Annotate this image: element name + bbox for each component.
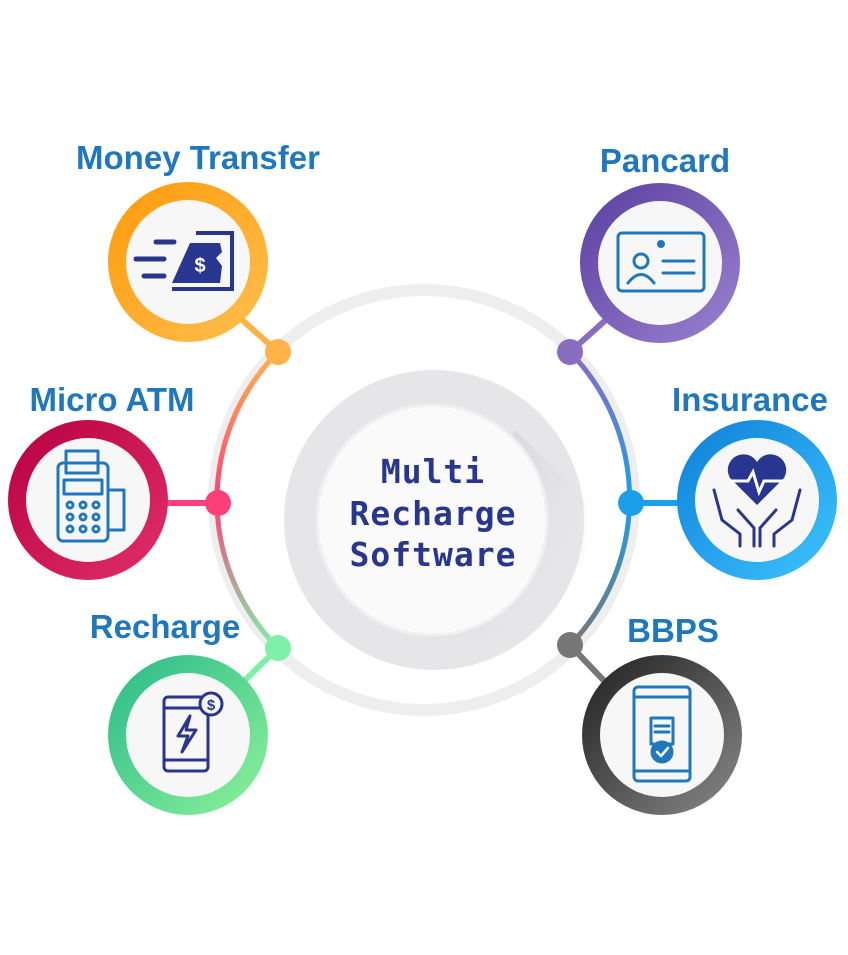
service-label: BBPS — [627, 612, 719, 649]
node-dot-insurance — [618, 490, 644, 516]
service-bbps[interactable]: BBPS — [582, 612, 742, 815]
node-dot-money-transfer — [265, 339, 291, 365]
service-money-transfer[interactable]: Money Transfer $ — [76, 139, 320, 342]
svg-text:$: $ — [194, 255, 205, 277]
mobile-bill-icon — [632, 685, 692, 783]
svg-text:$: $ — [207, 697, 216, 714]
service-micro-atm[interactable]: Micro ATM — [8, 381, 194, 580]
heart-hands-icon — [712, 454, 802, 548]
service-recharge[interactable]: Recharge $ — [90, 608, 268, 815]
service-label: Micro ATM — [30, 381, 195, 418]
node-dot-micro-atm — [205, 490, 231, 516]
id-card-icon — [616, 231, 706, 293]
node-dot-recharge — [265, 635, 291, 661]
center-title-line3: Software — [350, 535, 517, 574]
center-hub: Multi Recharge Software — [284, 370, 585, 670]
money-transfer-icon: $ — [133, 231, 234, 291]
service-label: Insurance — [672, 381, 828, 418]
center-title-line1: Multi — [381, 452, 485, 491]
service-label: Recharge — [90, 608, 240, 645]
service-pancard[interactable]: Pancard — [580, 142, 740, 343]
center-title-line2: Recharge — [350, 494, 517, 533]
pos-terminal-icon — [56, 449, 126, 543]
service-label: Pancard — [600, 142, 730, 179]
node-dot-bbps — [557, 632, 583, 658]
service-insurance[interactable]: Insurance — [672, 381, 837, 580]
mobile-recharge-icon: $ — [162, 691, 224, 773]
node-dot-pancard — [557, 339, 583, 365]
service-label: Money Transfer — [76, 139, 320, 176]
